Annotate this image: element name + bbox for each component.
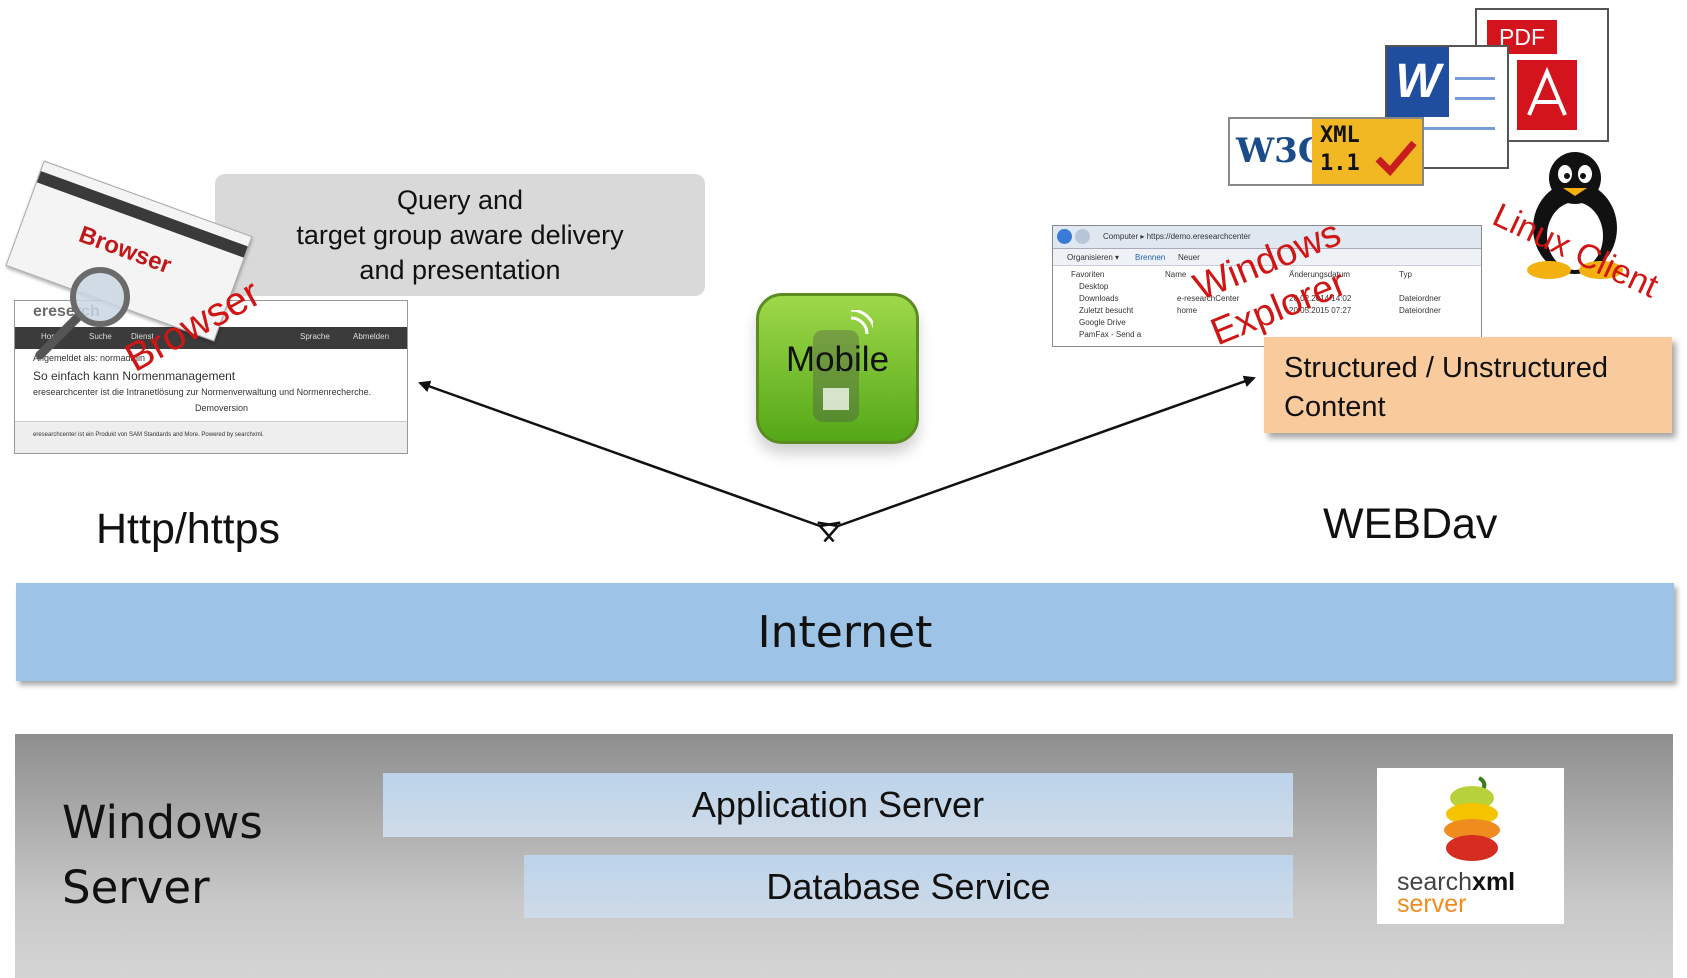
webdav-arrow	[817, 375, 1256, 543]
explorer-sidebar-item: Google Drive	[1079, 318, 1126, 327]
database-service-label: Database Service	[766, 865, 1051, 907]
explorer-column-header: Typ	[1399, 270, 1412, 279]
xml-label: XML	[1320, 123, 1360, 148]
back-icon	[1057, 229, 1072, 244]
logo-word-search: search	[1397, 868, 1473, 896]
server-label-line-2: Server	[62, 861, 210, 914]
browser-nav-item: Suche	[89, 332, 112, 341]
structured-content-box: Structured / Unstructured Content	[1264, 337, 1672, 433]
word-line	[1455, 97, 1495, 100]
explorer-sidebar-item: PamFax - Send a	[1079, 330, 1142, 339]
explorer-sidebar-item: Desktop	[1079, 282, 1109, 291]
server-label-line-1: Windows	[62, 796, 263, 849]
windows-server-label: Windows Server	[62, 790, 263, 920]
application-server-box: Application Server	[383, 773, 1293, 837]
query-line-2: target group aware delivery	[296, 219, 624, 250]
explorer-row-type: Dateiordner	[1399, 294, 1441, 303]
internet-label: Internet	[757, 606, 933, 658]
w3c-label: W3C	[1236, 131, 1325, 171]
word-badge: W	[1387, 47, 1449, 117]
logo-word-xml: xml	[1472, 868, 1516, 896]
explorer-row-name: home	[1177, 306, 1198, 315]
browser-demo-link: Demoversion	[195, 403, 249, 413]
internet-band: Internet	[16, 583, 1674, 681]
explorer-row-date: 20.02.2014 14:02	[1289, 294, 1352, 303]
word-line	[1407, 127, 1495, 130]
searchxml-wordmark: searchxml	[1397, 868, 1515, 897]
browser-nav-item: Sprache	[300, 332, 330, 341]
explorer-toolbar-item: Organisieren ▾	[1067, 253, 1120, 262]
searchxml-server-logo: searchxml server	[1377, 768, 1564, 924]
explorer-row-date: 20.05.2015 07:27	[1289, 306, 1352, 315]
mobile-label: Mobile	[785, 340, 890, 379]
browser-heading: So einfach kann Normenmanagement	[33, 369, 236, 383]
explorer-address-text: Computer ▸ https://demo.eresearchcenter	[1103, 232, 1251, 241]
acrobat-icon	[1517, 60, 1577, 130]
explorer-row-type: Dateiordner	[1399, 306, 1441, 315]
fruit-stack-icon	[1444, 776, 1500, 861]
query-delivery-box: Query and target group aware delivery an…	[215, 174, 705, 296]
explorer-address-bar: Computer ▸ https://demo.eresearchcenter	[1053, 226, 1481, 249]
explorer-toolbar: Organisieren ▾ Brennen Neuer	[1053, 249, 1481, 266]
explorer-sidebar-item: Downloads	[1079, 294, 1119, 303]
explorer-column-header: Änderungsdatum	[1289, 270, 1350, 279]
content-line-2: Content	[1284, 391, 1386, 423]
explorer-column-header: Name	[1165, 270, 1187, 279]
http-label: Http/https	[96, 505, 281, 553]
browser-nav-item: Abmelden	[353, 332, 390, 341]
explorer-row-name: e-researchCenter	[1177, 294, 1240, 303]
browser-nav-item: Home	[41, 332, 63, 341]
word-line	[1455, 77, 1495, 80]
magnifier-icon	[35, 267, 130, 360]
xml-badge: XML 1.1	[1312, 119, 1422, 184]
query-line-1: Query and	[396, 184, 524, 215]
content-line-1: Structured / Unstructured	[1284, 352, 1608, 384]
application-server-label: Application Server	[691, 784, 985, 825]
database-service-box: Database Service	[524, 855, 1293, 918]
browser-text-line: eresearchcenter ist die Intranetlösung z…	[33, 387, 372, 397]
windows-explorer-screenshot: Computer ▸ https://demo.eresearchcenter …	[1052, 225, 1482, 347]
w3c-xml-icon: W3C XML 1.1	[1228, 117, 1424, 186]
checkmark-icon	[1375, 140, 1417, 177]
query-line-3: and presentation	[359, 254, 561, 285]
explorer-sidebar-item: Zuletzt besucht	[1079, 306, 1134, 315]
browser-nav-item: Dienst	[131, 332, 154, 341]
browser-footer: eresearchcenter ist ein Produkt von SAM …	[15, 421, 407, 453]
logo-word-server: server	[1397, 890, 1467, 918]
tux-penguin-icon	[1527, 152, 1623, 279]
explorer-sidebar-item: Favoriten	[1071, 270, 1105, 279]
forward-icon	[1075, 229, 1090, 244]
http-arrow	[418, 380, 841, 543]
browser-logged-in: Angemeldet als: normadmin	[33, 353, 146, 363]
xml-version: 1.1	[1320, 151, 1360, 176]
webdav-label: WEBDav	[1323, 500, 1498, 548]
browser-footer-text: eresearchcenter ist ein Produkt von SAM …	[33, 432, 264, 438]
explorer-toolbar-item: Brennen	[1135, 253, 1166, 262]
explorer-toolbar-item: Neuer	[1178, 253, 1200, 262]
